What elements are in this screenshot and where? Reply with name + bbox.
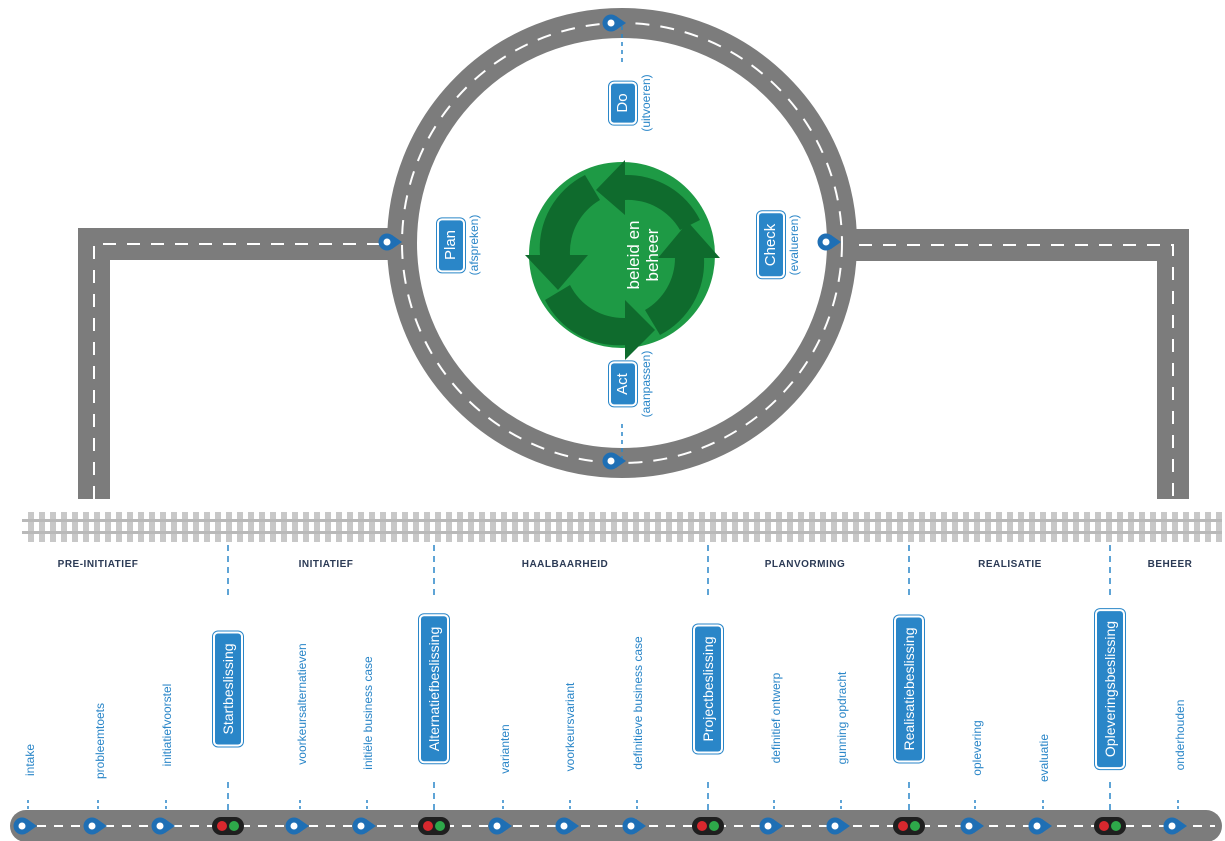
map-pin-icon [83,817,107,835]
phase-haalbaarheid: HAALBAARHEID [521,559,609,570]
decision-startbeslissing: Startbeslissing [215,633,241,745]
pdca-act-sub: (aanpassen) [639,350,653,418]
map-pin-icon [488,817,512,835]
step-voorkeursalternatieven: voorkeursalternatieven [295,643,309,765]
left-road [78,228,398,499]
pdca-do-label: Do [611,83,635,123]
pdca-do: Do (uitvoeren) [611,74,653,132]
traffic-light-icon [893,817,925,835]
map-pin-icon [1163,817,1187,835]
traffic-light-icon [692,817,724,835]
pdca-act: Act (aanpassen) [611,350,653,418]
map-pin-icon [960,817,984,835]
traffic-light-icon [212,817,244,835]
step-oplevering: oplevering [970,720,984,776]
step-evaluatie: evaluatie [1037,733,1051,783]
pdca-check: Check (evalueren) [759,213,801,277]
pdca-do-sub: (uitvoeren) [639,74,653,132]
map-pin-icon [602,14,626,32]
cycle-arrows-icon [525,160,720,360]
decision-projectbeslissing: Projectbeslissing [695,626,721,752]
map-pin-icon [151,817,175,835]
rail-track [22,512,1222,542]
pdca-act-label: Act [611,363,635,405]
phase-planvorming: PLANVORMING [764,559,846,570]
traffic-light-icon [418,817,450,835]
step-initiele-business-case: initiële business case [361,656,375,770]
step-onderhouden: onderhouden [1173,699,1187,771]
pdca-check-label: Check [759,213,783,277]
traffic-light-icon [1094,817,1126,835]
step-definitieve-business-case: definitieve business case [631,636,645,770]
phase-initiatief: INITIATIEF [298,559,354,570]
step-initiatiefvoorstel: initiatiefvoorstel [160,683,174,767]
pdca-plan-sub: (afspreken) [467,214,481,276]
map-pin-icon [622,817,646,835]
pdca-plan-label: Plan [439,219,463,271]
step-definitief-ontwerp: definitief ontwerp [769,672,783,764]
map-pin-icon [826,817,850,835]
decision-opleveringsbeslissing: Opleveringsbeslissing [1097,610,1123,768]
pdca-check-sub: (evalueren) [787,214,801,276]
map-pin-icon [1028,817,1052,835]
map-pin-icon [285,817,309,835]
center-label-line1: beleid en [624,220,643,290]
step-gunning-opdracht: gunning opdracht [835,671,849,765]
center-label-line2: beheer [643,228,662,282]
map-pin-icon [378,233,402,251]
step-probleemtoets: probleemtoets [93,702,107,780]
step-intake: intake [23,743,37,777]
decision-alternatiefbeslissing: Alternatiefbeslissing [421,616,447,762]
right-road [835,229,1189,499]
map-pin-icon [555,817,579,835]
map-pin-icon [759,817,783,835]
phase-beheer: BEHEER [1147,559,1193,570]
map-pin-icon [817,233,841,251]
phase-realisatie: REALISATIE [978,559,1042,570]
step-varianten: varianten [498,724,512,774]
phase-pre-initiatief: PRE-INITIATIEF [57,559,139,570]
center-label: beleid en beheer [624,220,662,289]
step-voorkeursvariant: voorkeursvariant [563,682,577,772]
pdca-plan: Plan (afspreken) [439,214,481,276]
map-pin-icon [602,452,626,470]
map-pin-icon [352,817,376,835]
decision-realisatiebeslissing: Realisatiebeslissing [896,617,922,761]
map-pin-icon [13,817,37,835]
